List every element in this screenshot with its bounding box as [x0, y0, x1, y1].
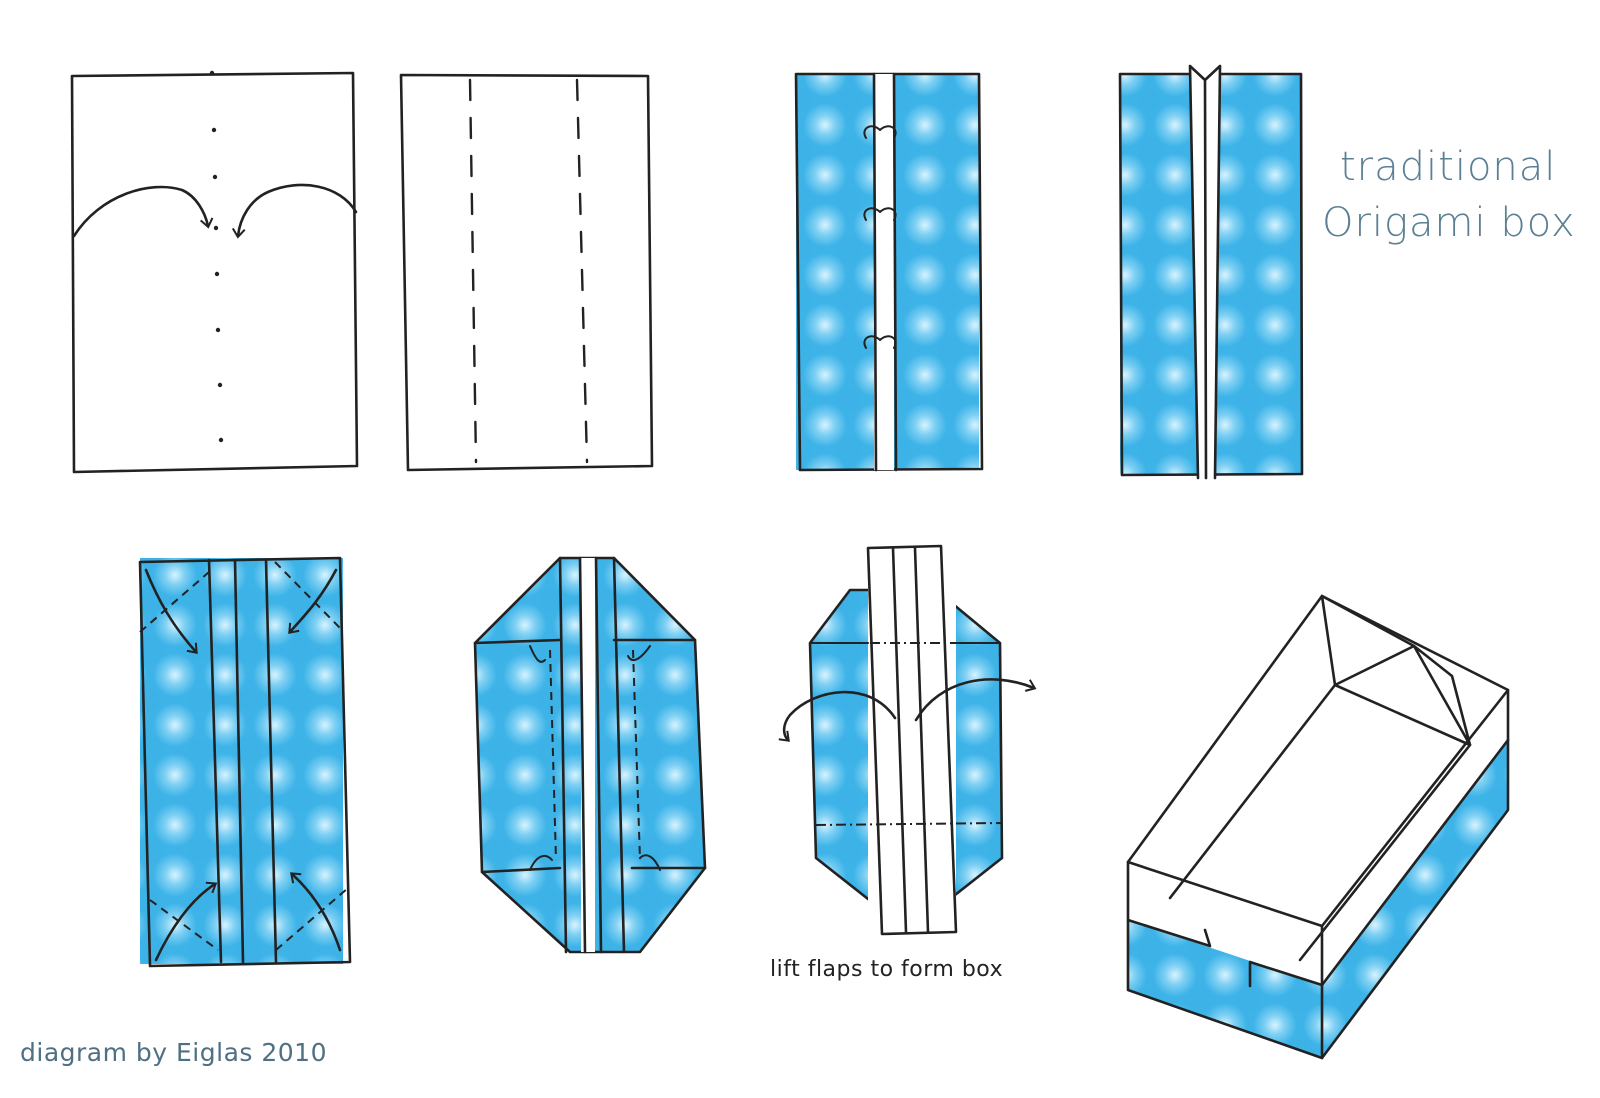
- paper-outline: [70, 71, 359, 474]
- step-3-fold-back-center: [794, 72, 984, 472]
- lift-arrow-left: [778, 690, 897, 742]
- step-5-fold-corners-in: [138, 556, 352, 968]
- crease-right: [575, 78, 589, 464]
- fold-arrow-right: [231, 183, 358, 239]
- paper-outline: [473, 556, 707, 954]
- title-line1: traditional: [1340, 144, 1556, 190]
- flip-arrows: [863, 125, 897, 349]
- step-7-lift-flaps: lift flaps to form box: [770, 544, 1037, 982]
- standing-flap: [1188, 64, 1222, 480]
- center-dots: [209, 70, 224, 443]
- step-8-finished-box: [1126, 594, 1510, 1060]
- box-side-face: [1322, 740, 1508, 1058]
- step-2-crease-lines: [399, 73, 654, 472]
- center-strip: [866, 544, 958, 936]
- lift-arrow-right: [914, 678, 1037, 722]
- title: traditional Origami box: [1322, 144, 1576, 246]
- fold-arrow-left: [72, 185, 214, 238]
- title-line2: Origami box: [1322, 200, 1576, 246]
- step-4-center-flap-standing: [1118, 64, 1304, 480]
- inner-rim: [1168, 683, 1472, 962]
- credit: diagram by Eiglas 2010: [20, 1038, 327, 1067]
- crease-left: [468, 78, 478, 464]
- step-1-fold-edges-to-center: [70, 70, 359, 474]
- box-front-face: [1128, 920, 1322, 1058]
- step-6-fold-flaps-over: [473, 556, 707, 954]
- caption: lift flaps to form box: [770, 957, 1003, 982]
- box-interior: [1128, 596, 1508, 926]
- paper-outline: [399, 73, 654, 472]
